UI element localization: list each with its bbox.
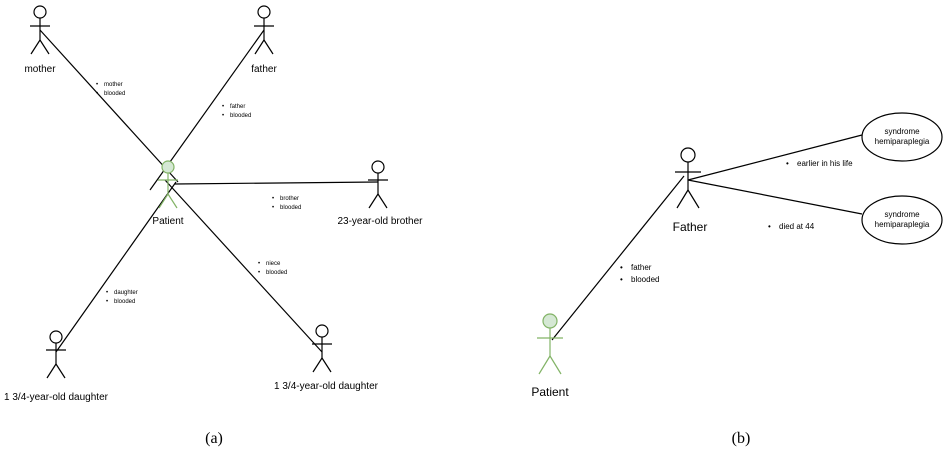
svg-text:blooded: blooded — [114, 299, 135, 305]
actor-patient-b[interactable] — [537, 313, 563, 375]
svg-text:niece: niece — [266, 261, 281, 267]
actor-label-patient-b: Patient — [531, 385, 569, 399]
edge-label-mother: • mother • blooded — [96, 82, 125, 97]
actor-daughter-right[interactable] — [312, 324, 332, 373]
svg-text:•: • — [96, 82, 98, 88]
edge-father-syndrome-2 — [687, 179, 863, 215]
svg-text:•: • — [106, 290, 108, 296]
edge-label-niece: • niece • blooded — [258, 261, 287, 276]
svg-text:•: • — [620, 263, 623, 272]
edge-label-daughter: • daughter • blooded — [106, 290, 138, 305]
edge-father-patient-b — [551, 175, 685, 341]
svg-text:blooded: blooded — [230, 113, 251, 119]
svg-text:hemiparaplegia: hemiparaplegia — [875, 137, 930, 146]
actor-label-brother: 23-year-old brother — [337, 216, 423, 227]
edge-label-earlier: • earlier in his life — [786, 159, 853, 168]
svg-text:•: • — [222, 113, 224, 119]
edge-father-syndrome-1 — [687, 134, 863, 181]
svg-text:•: • — [272, 196, 274, 202]
actor-label-mother: mother — [24, 64, 56, 75]
edge-mother-patient — [39, 29, 179, 183]
svg-text:•: • — [258, 270, 260, 276]
svg-text:father: father — [230, 104, 245, 110]
svg-text:blooded: blooded — [280, 205, 301, 211]
actor-label-daughter-right: 1 3/4-year-old daughter — [274, 381, 379, 392]
edge-label-brother: • brother • blooded — [272, 196, 301, 211]
svg-text:•: • — [272, 205, 274, 211]
svg-text:died at 44: died at 44 — [779, 222, 815, 231]
syndrome-node-2[interactable]: syndrome hemiparaplegia — [861, 195, 943, 245]
actor-brother[interactable] — [368, 160, 388, 209]
svg-text:syndrome: syndrome — [884, 127, 920, 136]
svg-text:blooded: blooded — [104, 91, 125, 97]
svg-text:brother: brother — [280, 196, 299, 202]
caption-b: (b) — [732, 430, 751, 447]
edge-patient-niece — [164, 179, 323, 353]
edge-patient-daughter — [55, 181, 177, 353]
actor-father[interactable] — [254, 5, 274, 55]
svg-text:daughter: daughter — [114, 290, 138, 296]
edge-label-father: • father • blooded — [222, 104, 251, 119]
svg-text:blooded: blooded — [266, 270, 287, 276]
svg-text:earlier in his life: earlier in his life — [797, 159, 853, 168]
svg-text:•: • — [786, 159, 789, 168]
svg-text:•: • — [768, 222, 771, 231]
actor-mother[interactable] — [30, 5, 50, 55]
svg-text:blooded: blooded — [631, 275, 659, 284]
actor-patient[interactable] — [158, 160, 178, 209]
actor-daughter-left[interactable] — [46, 330, 66, 379]
actor-label-daughter-left: 1 3/4-year-old daughter — [4, 392, 109, 403]
svg-text:mother: mother — [104, 82, 123, 88]
svg-text:•: • — [106, 299, 108, 305]
svg-text:hemiparaplegia: hemiparaplegia — [875, 220, 930, 229]
svg-text:•: • — [620, 275, 623, 284]
syndrome-node-1[interactable]: syndrome hemiparaplegia — [861, 112, 943, 162]
caption-a: (a) — [205, 430, 223, 447]
edge-patient-brother — [174, 181, 379, 185]
edge-label-father-patient-b: • father • blooded — [620, 263, 659, 284]
edge-label-died: • died at 44 — [768, 222, 815, 231]
svg-text:father: father — [631, 263, 652, 272]
actor-label-patient: Patient — [152, 216, 183, 227]
svg-text:•: • — [222, 104, 224, 110]
actor-label-father: father — [251, 64, 277, 75]
svg-text:•: • — [96, 91, 98, 97]
svg-text:syndrome: syndrome — [884, 210, 920, 219]
actor-label-father-b: Father — [673, 220, 708, 234]
svg-text:•: • — [258, 261, 260, 267]
actor-father-b[interactable] — [675, 147, 701, 209]
